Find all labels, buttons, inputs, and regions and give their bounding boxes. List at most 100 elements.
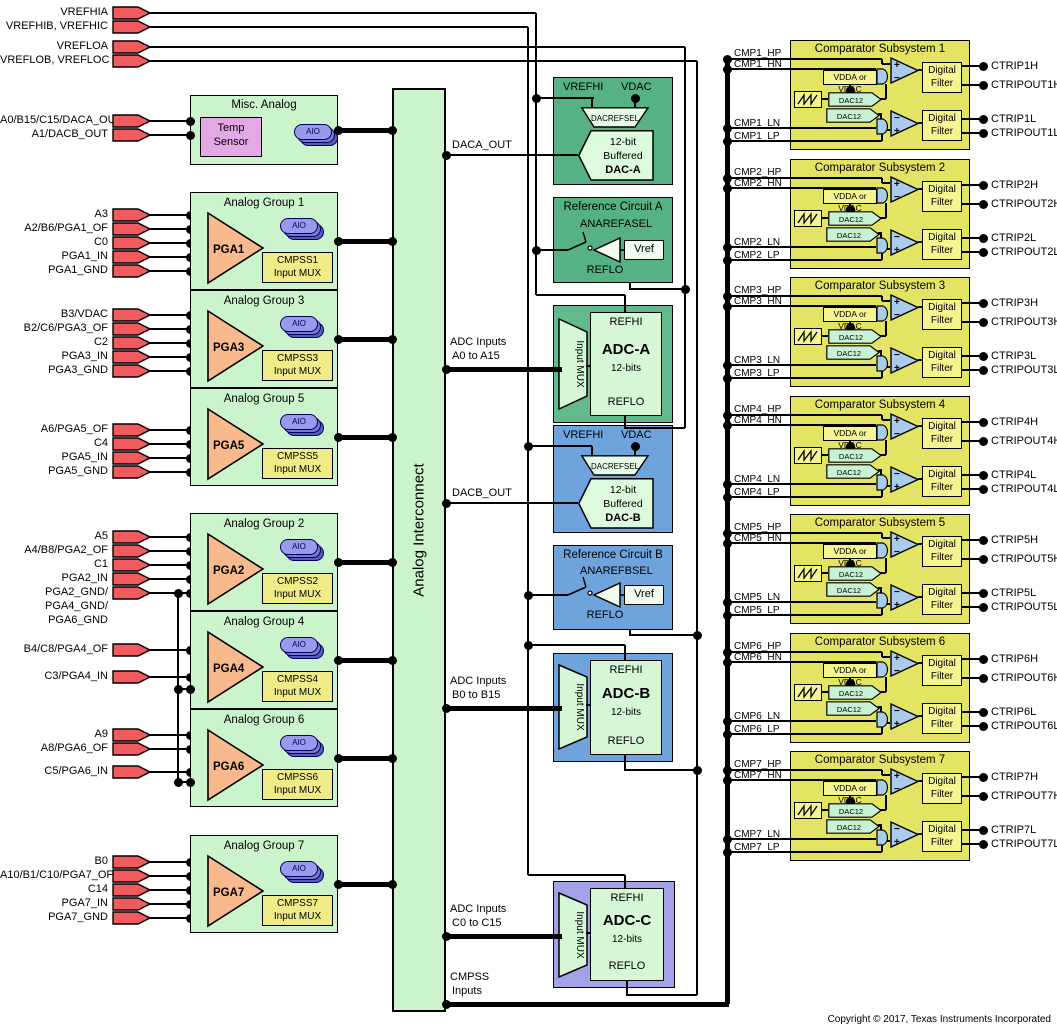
dac12-block: DAC12 xyxy=(828,329,883,344)
comparator-low: − + xyxy=(890,465,920,494)
dac-a-pentagon: 12-bit Buffered DAC-A xyxy=(577,130,654,181)
cmp-input-label: CMP6_HN xyxy=(734,652,782,663)
wire xyxy=(338,755,392,761)
analog-interconnect-label: Analog Interconnect xyxy=(410,463,428,597)
junction-dot xyxy=(722,242,732,252)
io-pin xyxy=(112,530,152,544)
vdda-vdac-box: VDDA or VDAC xyxy=(823,70,877,94)
comparator-subsystem-title: Comparator Subsystem 7 xyxy=(814,754,946,766)
junction-dot xyxy=(978,365,988,375)
vdda-vdac-box: VDDA or VDAC xyxy=(823,307,877,331)
cmpss-inputs-label2: Inputs xyxy=(452,985,482,997)
wire xyxy=(150,228,190,230)
wire xyxy=(962,711,983,713)
io-pin xyxy=(112,897,152,911)
ctrip-output-label: CTRIPOUT3L xyxy=(991,364,1057,376)
cmpss-mux-label2: Input MUX xyxy=(273,268,322,279)
ctrip-output-label: CTRIP1H xyxy=(991,60,1039,72)
dac-b-pentagon: 12-bit Buffered DAC-B xyxy=(577,478,654,529)
junction-dot xyxy=(978,535,988,545)
digital-filter-label2: Filter xyxy=(930,126,954,137)
wire xyxy=(822,454,828,456)
cmpss-input-mux-box xyxy=(262,573,333,604)
aio-icon: AIO xyxy=(280,735,318,751)
wire xyxy=(878,706,882,708)
svg-text:12-bit: 12-bit xyxy=(610,136,636,148)
junction-dot xyxy=(978,233,988,243)
wire xyxy=(878,350,882,352)
io-pin xyxy=(112,20,152,34)
aio-icon: AIO xyxy=(280,316,318,332)
io-pin xyxy=(112,544,152,558)
comparator-low: − + xyxy=(890,820,920,849)
wire xyxy=(446,705,562,711)
wire xyxy=(880,217,886,219)
wire xyxy=(150,875,190,877)
dac12-block: DAC12 xyxy=(826,819,881,834)
pin-label: A6/PGA5_OF xyxy=(40,423,108,435)
wire xyxy=(881,59,883,64)
junction-dot xyxy=(722,291,732,301)
wire xyxy=(881,604,883,615)
pin-label: B4/C8/PGA4_OF xyxy=(23,643,108,655)
junction-dot xyxy=(722,255,732,265)
adc-c-refhi-label: REFHI xyxy=(610,892,644,904)
ref-b-vref-label: Vref xyxy=(634,588,654,600)
wire xyxy=(727,259,882,261)
wire xyxy=(446,366,562,372)
wire xyxy=(962,355,983,357)
analog-group-title: Analog Group 4 xyxy=(223,616,305,628)
cmp-input-label: CMP3_LP xyxy=(734,368,780,379)
adc-a-input-mux: Input MUX xyxy=(558,317,588,411)
comparator-high: + − xyxy=(890,56,920,85)
wire xyxy=(885,677,887,692)
pga-amplifier: PGA5 xyxy=(207,407,265,481)
wire xyxy=(918,833,922,835)
junction-dot xyxy=(173,588,183,598)
wire xyxy=(727,295,882,297)
svg-text:Input MUX: Input MUX xyxy=(574,340,585,388)
ctrip-output-label: CTRIP6H xyxy=(991,653,1039,665)
ctrip-output-label: CTRIPOUT1L xyxy=(991,127,1057,139)
digital-filter-box xyxy=(922,584,962,615)
svg-text:DAC12: DAC12 xyxy=(837,823,861,832)
wire xyxy=(150,270,190,272)
pin-label: VREFHIB, VREFHIC xyxy=(5,20,108,32)
input-select-mux xyxy=(876,424,889,441)
junction-dot xyxy=(978,298,988,308)
cmp-input-label: CMP5_LN xyxy=(734,592,781,603)
svg-text:+: + xyxy=(894,837,900,848)
junction-dot xyxy=(387,879,397,889)
cmp-input-label: CMP4_LP xyxy=(734,487,780,498)
pin-label: PGA1_IN xyxy=(61,250,108,262)
svg-text:+: + xyxy=(894,416,900,427)
wire xyxy=(150,457,190,459)
svg-text:+: + xyxy=(894,60,900,71)
comparator-low: − + xyxy=(890,583,920,612)
wire xyxy=(962,829,983,831)
analog-group-title: Analog Group 6 xyxy=(223,714,305,726)
wire xyxy=(880,588,882,594)
wire xyxy=(446,933,562,939)
aio-icon: AIO xyxy=(280,218,318,234)
wire xyxy=(885,203,887,218)
cmp-input-label: CMP6_HP xyxy=(734,641,782,652)
analog-group-title: Analog Group 5 xyxy=(223,393,305,405)
wire xyxy=(918,715,922,717)
svg-text:−: − xyxy=(894,824,900,835)
digital-filter-label2: Filter xyxy=(930,837,954,848)
cmp-input-label: CMP7_HP xyxy=(734,759,782,770)
wire xyxy=(150,342,190,344)
ramp-wave-icon xyxy=(797,329,818,344)
ramp-wave-icon xyxy=(797,211,818,226)
cmpss-mux-label2: Input MUX xyxy=(273,911,322,922)
digital-filter-box xyxy=(922,466,962,497)
input-select-mux xyxy=(876,68,889,85)
wire xyxy=(624,645,626,661)
svg-text:DAC12: DAC12 xyxy=(839,333,863,342)
svg-text:DAC12: DAC12 xyxy=(837,112,861,121)
dac-a-vrefhi-label: VREFHI xyxy=(563,81,604,93)
dac12-block: DAC12 xyxy=(826,464,881,479)
ctrip-output-label: CTRIP4L xyxy=(991,469,1037,481)
wire xyxy=(822,335,828,337)
